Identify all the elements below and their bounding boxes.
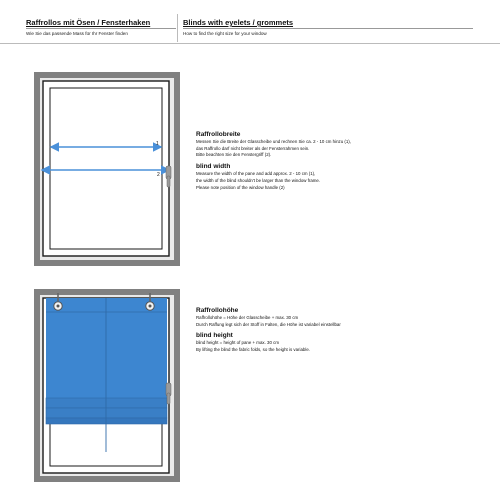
width-line-de-2: das Raffrollo darf nicht breiter als der… <box>196 145 310 151</box>
height-line-en-1: blind height = height of pane + max. 30 … <box>196 340 279 346</box>
height-line-de-1: Raffrollohöhe = Höhe der Glasscheibe + m… <box>196 315 299 320</box>
height-line-de-2: Durch Raffung legt sich der Stoff in Fal… <box>196 321 341 327</box>
marker-1: 1 <box>156 141 159 147</box>
header-bottom-rule <box>0 43 500 44</box>
height-line-en-2: By lifting the blind the fabric folds, s… <box>196 347 310 353</box>
blind-fold-2 <box>45 407 168 419</box>
width-line-en-1: Measure the width of the pane and add ap… <box>196 171 316 177</box>
width-heading-en: blind width <box>196 163 231 171</box>
width-line-de-1: Messen Sie die Breite der Glasscheibe un… <box>196 139 351 144</box>
height-heading-en: blind height <box>196 332 233 340</box>
width-line-de-3: Bitte beachten Sie den Fenstergriff (2). <box>196 152 272 158</box>
header-divider-left <box>26 28 176 29</box>
header-column-divider <box>177 14 178 42</box>
width-heading-de: Raffrollobreite <box>196 131 241 138</box>
height-instructions: Raffrollohöhe Raffrollohöhe = Höhe der G… <box>196 306 341 354</box>
left-subtitle: Wie Sie das passende Mass für Ihr Fenste… <box>26 31 128 36</box>
header-divider-right <box>183 28 473 29</box>
blind-fold-1 <box>45 397 168 409</box>
blind-bottom-hem <box>45 417 168 425</box>
width-line-en-2: the width of the blind shouldn't be larg… <box>196 177 321 183</box>
width-line-en-3: Please note position of the window handl… <box>196 184 285 190</box>
height-heading-de: Raffrollohöhe <box>196 307 239 314</box>
left-title: Raffrollos mit Ösen / Fensterhaken <box>26 18 151 27</box>
right-title: Blinds with eyelets / grommets <box>183 18 294 27</box>
width-instructions: Raffrollobreite Messen Sie die Breite de… <box>196 130 351 191</box>
right-subtitle: How to find the right size for your wind… <box>183 31 267 36</box>
marker-2: 2 <box>157 172 160 178</box>
